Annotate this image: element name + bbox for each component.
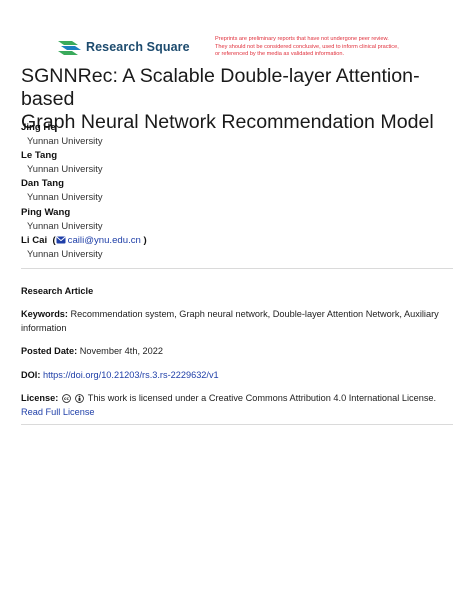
preprint-disclaimer: Preprints are preliminary reports that h… [215, 36, 435, 59]
doi-field: DOI: https://doi.org/10.21203/rs.3.rs-22… [21, 369, 441, 383]
mail-icon [56, 236, 66, 244]
read-full-license-link[interactable]: Read Full License [21, 406, 95, 417]
author-entry: Ping Wang Yunnan University [21, 206, 441, 234]
keywords-value: Recommendation system, Graph neural netw… [70, 309, 439, 319]
author-affiliation: Yunnan University [27, 135, 103, 146]
license-field: License: cc This work is licensed under … [21, 392, 441, 419]
posted-date-field: Posted Date: November 4th, 2022 [21, 345, 441, 359]
author-name: Ping Wang [21, 206, 71, 218]
author-entry: Jing He Yunnan University [21, 121, 441, 149]
keywords-value-cont: information [21, 322, 67, 333]
license-text: This work is licensed under a Creative C… [87, 393, 437, 403]
disclaimer-line: Preprints are preliminary reports that h… [215, 36, 389, 42]
disclaimer-line: They should not be considered conclusive… [215, 43, 399, 50]
author-entry: Li Cai ( caili@ynu.edu.cn ) Yunnan Univer… [21, 234, 441, 262]
research-square-logo-icon [58, 41, 81, 55]
by-icon [75, 393, 85, 403]
doi-label: DOI: [21, 370, 41, 380]
email-paren-close: ) [140, 234, 147, 246]
article-type-value: Research Article [21, 286, 94, 296]
author-list: Jing He Yunnan University Le Tang Yunnan… [21, 121, 441, 262]
posted-date-value: November 4th, 2022 [79, 346, 163, 356]
license-label: License: [21, 393, 59, 403]
svg-text:cc: cc [64, 396, 69, 401]
page-header: Research Square Preprints are preliminar… [0, 0, 474, 66]
title-line: Graph Neural Network Recommendation Mode… [21, 111, 434, 133]
section-divider [21, 424, 453, 425]
author-name: Le Tang [21, 150, 58, 162]
author-name-text: Li Cai [21, 234, 48, 246]
cc-icon: cc [61, 393, 71, 403]
keywords-label: Keywords: [21, 309, 68, 319]
article-type: Research Article [21, 285, 441, 299]
section-divider [21, 268, 453, 269]
author-email-link[interactable]: caili@ynu.edu.cn [67, 234, 141, 246]
author-affiliation: Yunnan University [27, 247, 103, 259]
disclaimer-line: or referenced by the media as validated … [215, 51, 345, 58]
posted-date-label: Posted Date: [21, 346, 78, 356]
doi-link[interactable]: https://doi.org/10.21203/rs.3.rs-2229632… [42, 370, 219, 380]
research-square-logo[interactable]: Research Square [58, 38, 190, 56]
title-line: SGNNRec: A Scalable Double-layer Attenti… [21, 65, 420, 110]
author-entry: Dan Tang Yunnan University [21, 177, 441, 205]
author-name: Dan Tang [21, 178, 64, 190]
corresponding-author-name: Li Cai ( caili@ynu.edu.cn ) [21, 234, 441, 247]
author-affiliation: Yunnan University [27, 163, 103, 175]
author-name: Jing He [21, 122, 56, 133]
author-affiliation: Yunnan University [27, 219, 103, 231]
logo-text: Research Square [86, 40, 190, 54]
keywords-field: Keywords: Recommendation system, Graph n… [21, 308, 441, 335]
author-affiliation: Yunnan University [27, 191, 103, 203]
paper-title: SGNNRec: A Scalable Double-layer Attenti… [21, 65, 461, 134]
email-paren-open: ( [49, 234, 56, 246]
author-entry: Le Tang Yunnan University [21, 149, 441, 177]
